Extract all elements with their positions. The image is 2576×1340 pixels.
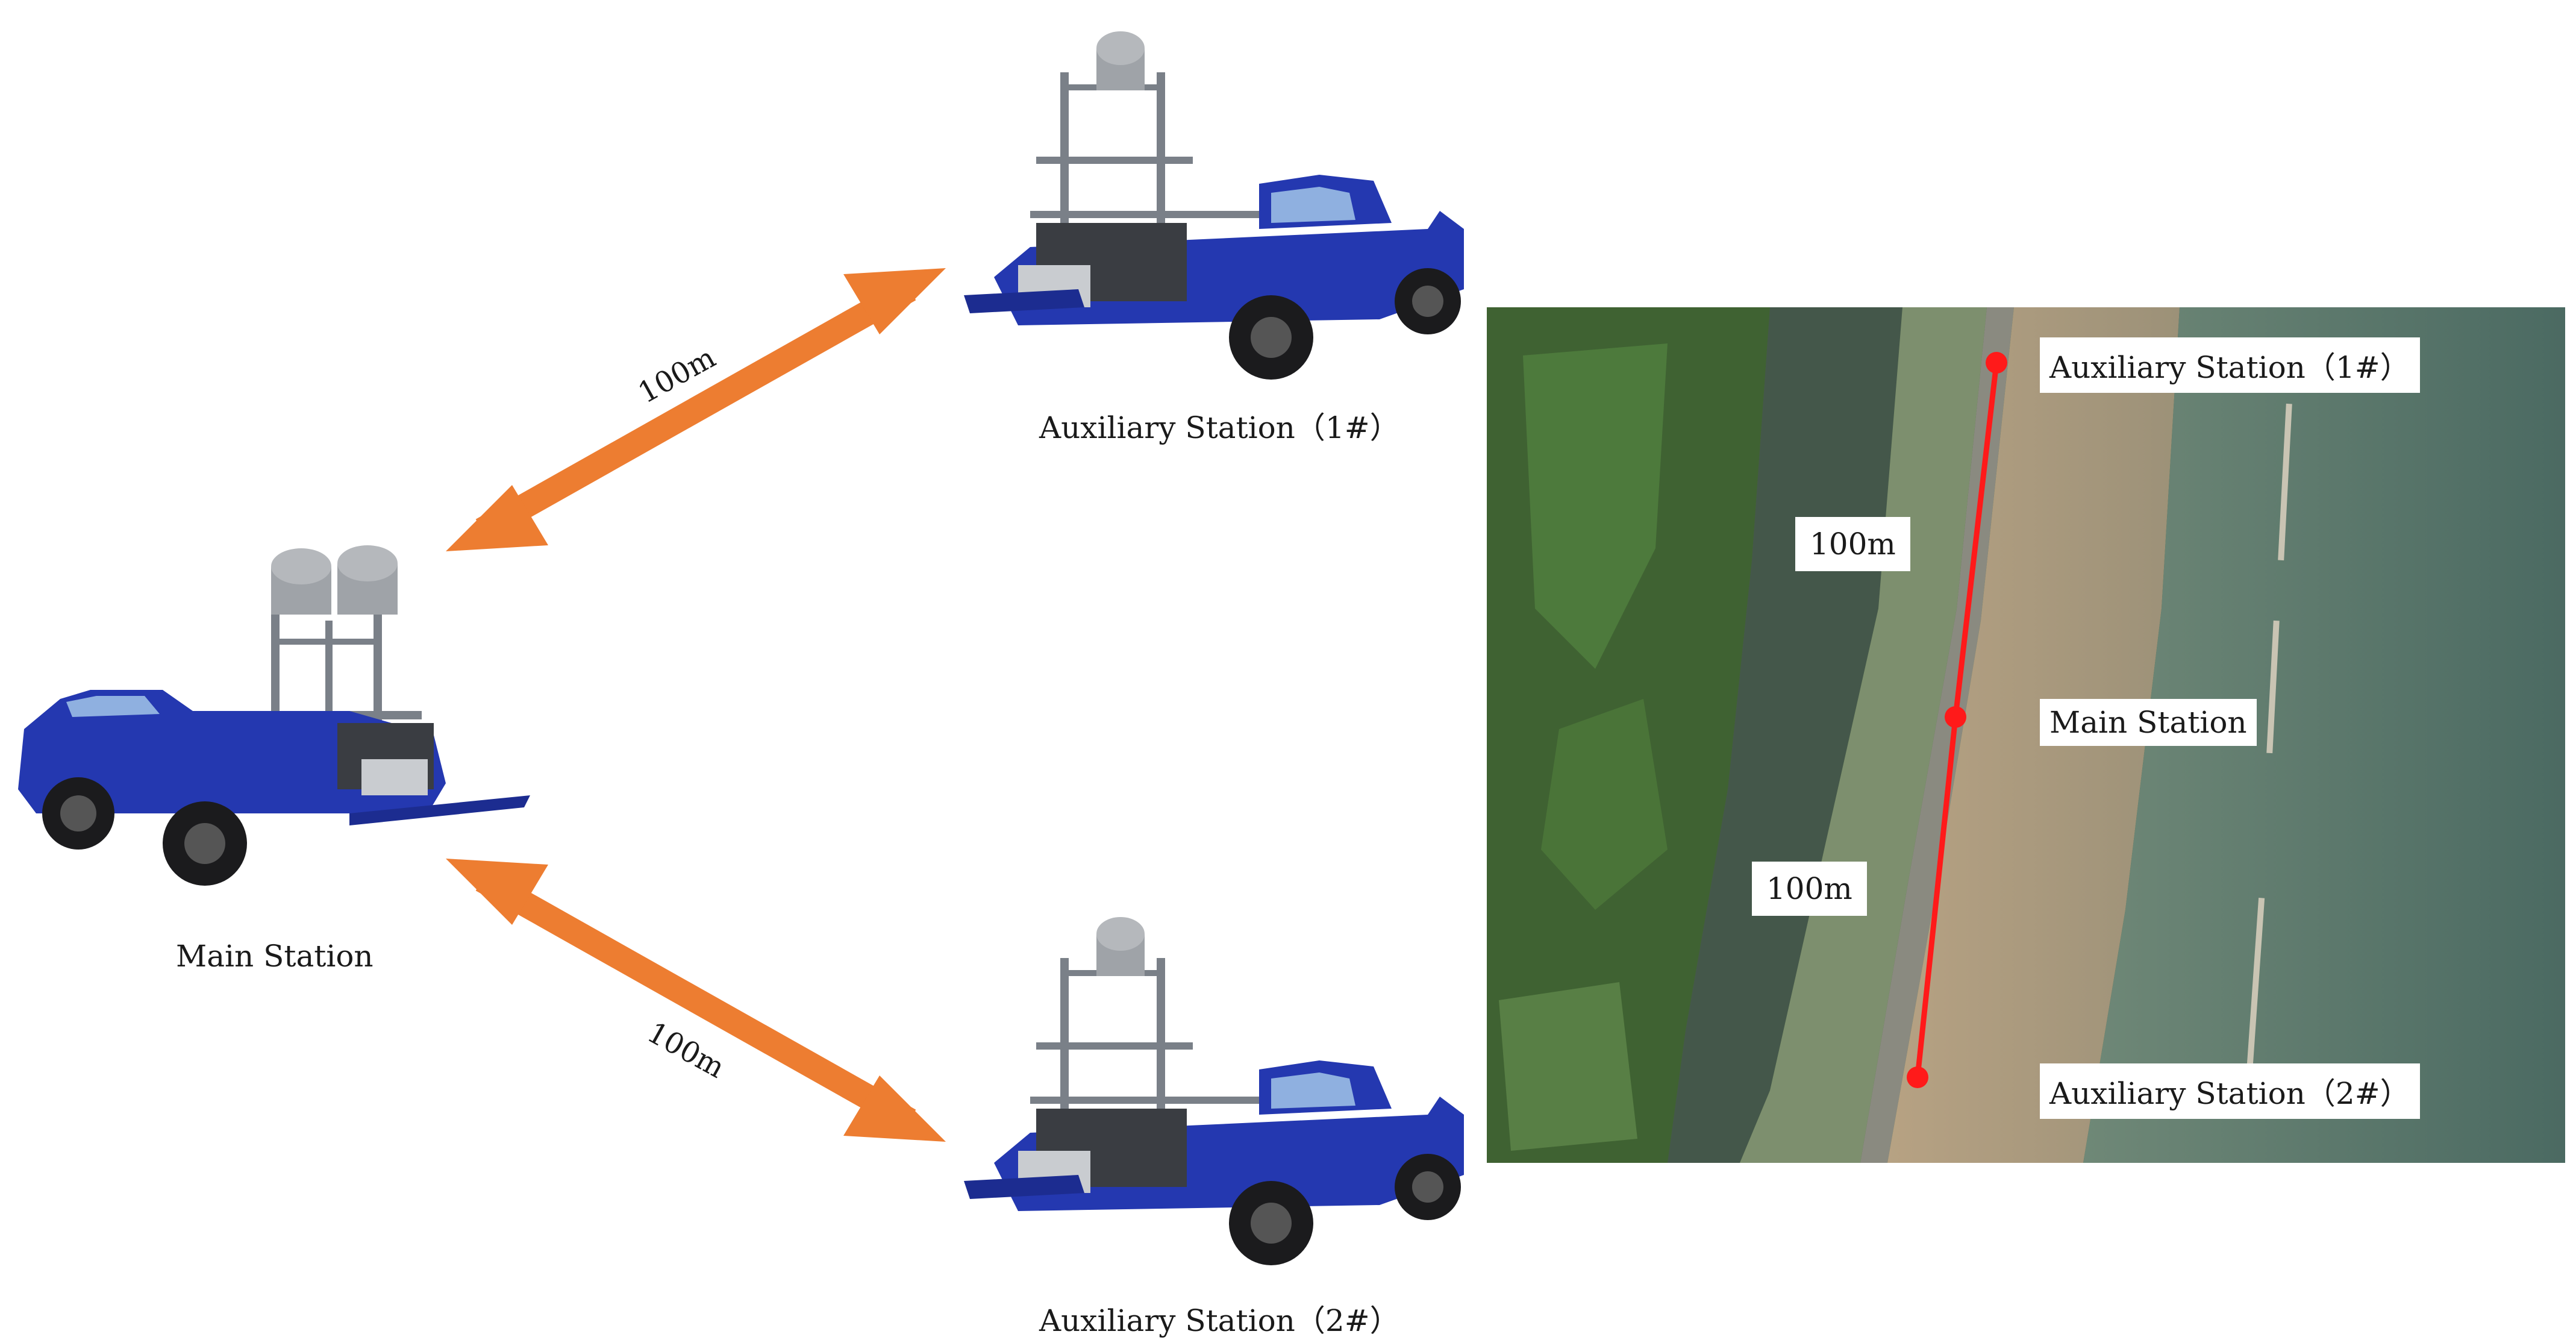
aux1-station-label: Auxiliary Station（1#）: [1039, 410, 1400, 445]
station-line-overlay: [1907, 352, 2007, 1088]
arrow-main-to-aux2: [446, 859, 946, 1142]
aux1-station-truck: [964, 31, 1464, 380]
aux1-marker: [1986, 352, 2007, 374]
aux2-station-truck: [964, 917, 1464, 1265]
main-station-truck: [18, 545, 530, 886]
arrow-main-to-aux1: [446, 268, 946, 551]
aerial-map: Auxiliary Station（1#） Main Station Auxil…: [1487, 307, 2565, 1163]
route-line-lower: [1915, 716, 1959, 1078]
aux2-station-label: Auxiliary Station（2#）: [1039, 1303, 1400, 1338]
map-main-label: Main Station: [2040, 699, 2257, 746]
aux2-marker: [1907, 1066, 1928, 1088]
map-distance-upper: 100m: [1795, 517, 1910, 571]
main-marker: [1945, 706, 1966, 728]
main-station-label: Main Station: [176, 939, 374, 974]
route-line-upper: [1952, 362, 1999, 718]
map-aux1-label: Auxiliary Station（1#）: [2040, 337, 2420, 393]
map-aux2-label: Auxiliary Station（2#）: [2040, 1063, 2420, 1119]
map-distance-lower: 100m: [1752, 862, 1867, 916]
